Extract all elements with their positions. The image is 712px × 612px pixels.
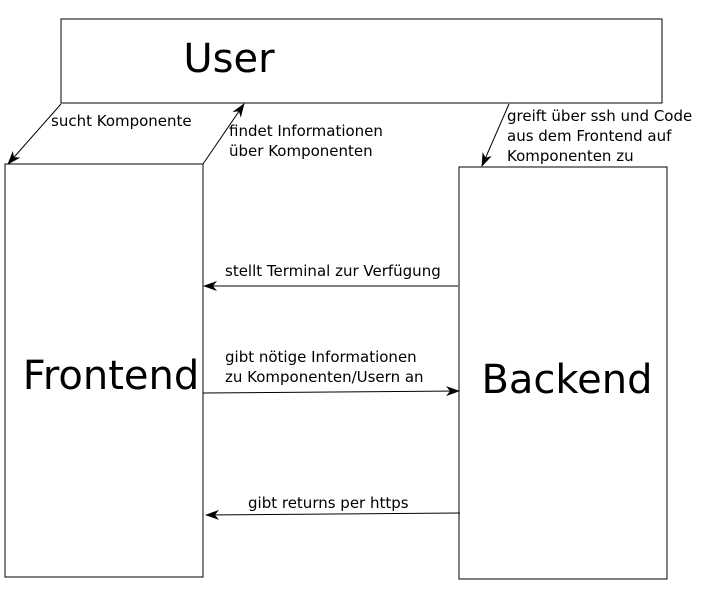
backend-node: Backend <box>458 166 668 580</box>
label-find-info-2: über Komponenten <box>229 142 373 160</box>
label-info-transfer-2: zu Komponenten/Usern an <box>225 368 424 386</box>
label-returns-1: gibt returns per https <box>248 494 409 512</box>
frontend-title: Frontend <box>23 353 200 399</box>
label-ssh-access-1: greift über ssh und Code <box>507 107 692 125</box>
user-title: User <box>183 36 275 82</box>
backend-title: Backend <box>481 357 652 403</box>
label-terminal-1: stellt Terminal zur Verfügung <box>225 262 441 280</box>
edge-find-info: findet Informationen über Komponenten <box>202 103 383 165</box>
label-search-component-1: sucht Komponente <box>51 112 192 130</box>
arrow-frontend-to-user <box>202 103 245 165</box>
arrow-user-to-frontend <box>7 103 62 165</box>
frontend-node: Frontend <box>4 163 204 578</box>
edge-returns: gibt returns per https <box>205 494 461 520</box>
label-ssh-access-2: aus dem Frontend auf <box>507 127 672 145</box>
arrow-backend-to-frontend-returns <box>205 509 461 520</box>
label-info-transfer-1: gibt nötige Informationen <box>225 348 417 366</box>
label-find-info-1: findet Informationen <box>229 122 383 140</box>
label-ssh-access-3: Komponenten zu <box>507 147 634 165</box>
edge-terminal: stellt Terminal zur Verfügung <box>203 262 458 291</box>
edge-search-component: sucht Komponente <box>7 103 192 165</box>
edge-info-transfer: gibt nötige Informationen zu Komponenten… <box>202 348 460 397</box>
edge-ssh-access: greift über ssh und Code aus dem Fronten… <box>481 103 692 167</box>
user-node: User <box>60 18 663 104</box>
user-box <box>60 18 663 104</box>
frontend-box <box>4 163 204 578</box>
backend-box <box>458 166 668 580</box>
arrow-user-to-backend <box>481 103 510 167</box>
arrow-frontend-to-backend <box>202 386 460 397</box>
